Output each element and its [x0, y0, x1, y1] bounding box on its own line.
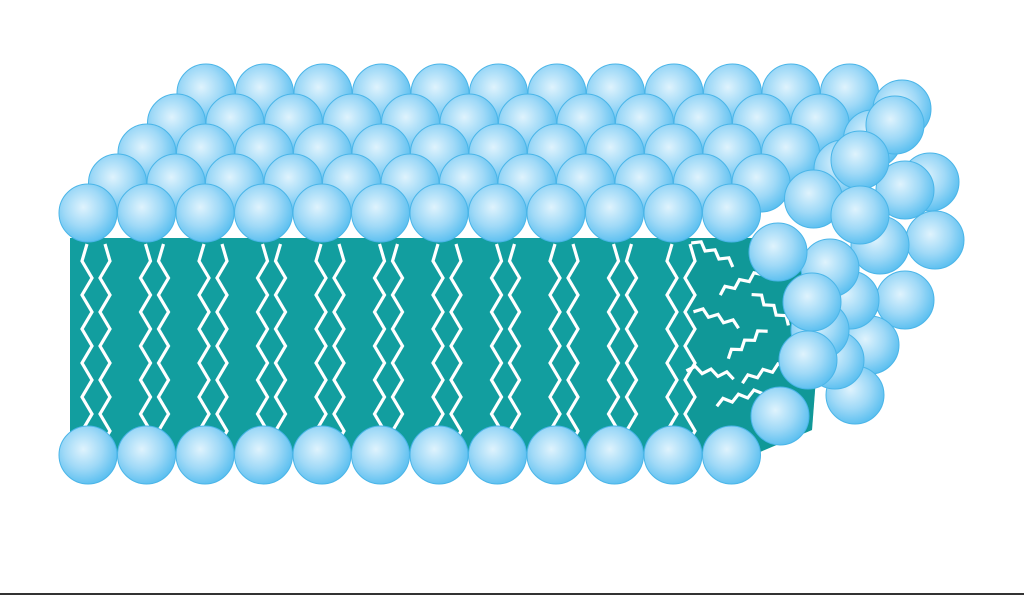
- phospholipid-head: [526, 183, 586, 243]
- curved-fatty-acid-tail: [718, 270, 765, 296]
- phospholipid-head: [351, 425, 410, 485]
- fatty-acid-tail: [489, 243, 504, 449]
- fatty-acid-tail: [372, 243, 387, 449]
- curved-fatty-acid-tail: [715, 388, 764, 408]
- phospholipid-head: [830, 185, 890, 245]
- fatty-acid-tail: [665, 243, 679, 449]
- curved-fatty-acid-tail: [741, 362, 789, 385]
- curved-fatty-acid-tail: [726, 329, 768, 360]
- fatty-acid-tail: [390, 243, 405, 449]
- phospholipid-head: [234, 425, 293, 485]
- fatty-acid-tail: [683, 243, 697, 449]
- curved-fatty-acid-tail: [692, 307, 740, 330]
- phospholipid-head: [750, 386, 810, 446]
- hydrophobic-tail-region: [70, 238, 822, 452]
- phospholipid-head: [292, 183, 352, 243]
- phospholipid-head: [702, 183, 761, 243]
- phospholipid-head: [585, 183, 644, 243]
- curved-fatty-acid-tail: [691, 240, 735, 268]
- fatty-acid-tail: [273, 243, 288, 449]
- phospholipid-head: [292, 425, 352, 485]
- fatty-acid-tail: [255, 243, 270, 449]
- fatty-acid-tail: [566, 243, 580, 449]
- phospholipid-head: [643, 425, 703, 485]
- upper-leaflet-head-rows: [88, 63, 932, 229]
- phospholipid-head: [58, 425, 118, 485]
- phospholipid-head: [234, 183, 293, 243]
- fatty-acid-tail: [215, 243, 229, 449]
- fatty-acid-tail: [431, 243, 445, 449]
- fatty-acid-tail: [624, 243, 639, 449]
- fatty-acid-tail: [156, 243, 171, 449]
- front-head-rows: [58, 183, 761, 485]
- phospholipid-head: [117, 425, 176, 485]
- phospholipid-head: [468, 183, 527, 243]
- phospholipid-head: [585, 425, 644, 485]
- phospholipid-head: [468, 425, 527, 485]
- phospholipid-head: [643, 183, 703, 243]
- phospholipid-head: [351, 183, 410, 243]
- fatty-acid-tail: [548, 243, 562, 449]
- phospholipid-head: [778, 330, 838, 390]
- phospholipid-head: [905, 210, 965, 270]
- phospholipid-head: [117, 183, 176, 243]
- phospholipid-head: [409, 425, 469, 485]
- fatty-acid-tail: [197, 243, 211, 449]
- fatty-acid-tail: [314, 243, 328, 449]
- curved-end-cap: [748, 95, 965, 446]
- phospholipid-head: [748, 222, 808, 282]
- fatty-acid-tail: [80, 243, 94, 449]
- fatty-acid-tail: [507, 243, 522, 449]
- phospholipid-head: [58, 183, 118, 243]
- bottom-border-line: [0, 593, 1024, 595]
- fatty-acid-tail: [449, 243, 463, 449]
- fatty-acid-tail: [138, 243, 153, 449]
- tail-region-background: [70, 238, 822, 452]
- curved-fatty-acid-tail: [685, 364, 735, 381]
- fatty-acid-tail: [606, 243, 621, 449]
- phospholipid-head: [830, 130, 890, 190]
- phospholipid-head: [782, 272, 842, 332]
- phospholipid-head: [175, 183, 235, 243]
- phospholipid-head: [702, 425, 761, 485]
- phospholipid-head: [875, 160, 935, 220]
- fatty-acid-tail: [332, 243, 346, 449]
- fatty-acid-tail: [98, 243, 112, 449]
- phospholipid-head: [409, 183, 469, 243]
- phospholipid-head: [175, 425, 235, 485]
- phospholipid-head: [526, 425, 586, 485]
